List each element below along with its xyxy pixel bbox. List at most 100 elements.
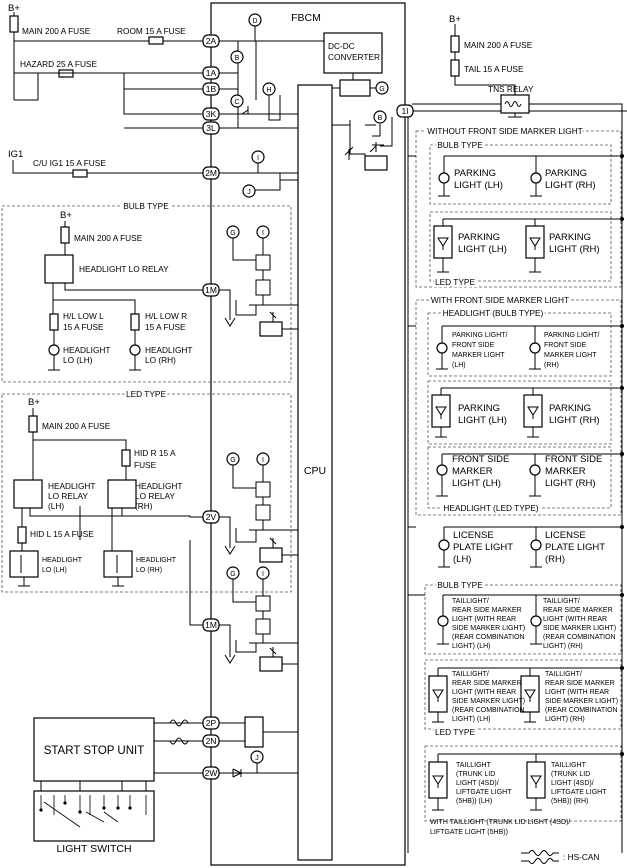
- svg-text:G: G: [230, 457, 235, 464]
- svg-text:1M: 1M: [205, 620, 217, 630]
- svg-text:D: D: [252, 18, 257, 25]
- headlight-lo-relay-lh: [13, 479, 43, 509]
- svg-text:B: B: [235, 55, 240, 62]
- wo-parking-lh-2: LIGHT (LH): [454, 180, 503, 191]
- connector-b-right: B: [373, 110, 387, 124]
- license-plate-lights: LICENSE PLATE LIGHT (LH) LICENSE PLATE L…: [438, 526, 622, 568]
- tail-led-rh-5: (REAR COMBINATION: [545, 707, 618, 714]
- bulb-relay-label: HEADLIGHT LO RELAY: [79, 264, 169, 274]
- led-driver-circuit-2: G I: [219, 566, 298, 672]
- svg-text:2V: 2V: [206, 512, 217, 522]
- hl-low-l-label-1: H/L LOW L: [63, 311, 104, 321]
- right-main200-label: MAIN 200 A FUSE: [464, 40, 533, 50]
- hl-low-r-label-1: H/L LOW R: [145, 311, 187, 321]
- pin-1m: 1M: [202, 283, 220, 297]
- without-group-title: WITHOUT FRONT SIDE MARKER LIGHT: [427, 126, 583, 136]
- ig1-section: IG1 C/U IG1 15 A FUSE: [8, 149, 298, 191]
- cpu-label: CPU: [304, 465, 326, 477]
- tail-bulb-rh-5: (REAR COMBINATION: [543, 634, 616, 641]
- tail-led-lh-4: SIDE MARKER LIGHT): [452, 698, 525, 705]
- w-fsm-lh-bulb: [436, 464, 448, 476]
- led-type-title: LED TYPE: [126, 389, 166, 399]
- tail-bulb-lh-5: (REAR COMBINATION: [452, 634, 525, 641]
- led-type-left: LED TYPE B+ MAIN 200 A FUSE HID R 15 A F…: [1, 387, 292, 626]
- license-rh-3: (RH): [545, 554, 565, 565]
- tail-bulb-lh-4: SIDE MARKER LIGHT): [452, 625, 525, 632]
- tail-led-rh-1: TAILLIGHT/: [545, 671, 582, 678]
- hl-low-l-label-2: 15 A FUSE: [63, 322, 104, 332]
- svg-text:G: G: [230, 230, 235, 237]
- wo-parking-rh-2: LIGHT (RH): [545, 180, 596, 191]
- headlight-lo-rh-led: [103, 550, 133, 578]
- trunk-rh-1: TAILLIGHT: [551, 762, 587, 769]
- svg-text:J: J: [255, 755, 259, 762]
- w-led-type-title: HEADLIGHT (LED TYPE): [443, 503, 538, 513]
- tns-relay-label: TNS RELAY: [488, 84, 534, 94]
- cpu-block: [297, 84, 333, 861]
- hid-r-fuse-symbol: [121, 449, 131, 467]
- trunk-rh-5: (5HB)) (RH): [551, 798, 588, 805]
- hs-can-label: : HS-CAN: [563, 852, 599, 862]
- pin-2n: 2N: [202, 734, 220, 748]
- trunk-lh-3: LIGHT (4SD)/: [456, 780, 499, 787]
- bulb-lamp-rh-2: LO (RH): [145, 355, 176, 365]
- bulb-main-fuse-symbol: [60, 226, 70, 244]
- tail-bulb-lh-2: REAR SIDE MARKER: [452, 607, 522, 614]
- wo-led-parking-rh-1: PARKING: [549, 232, 591, 243]
- trunk-led-rh: [526, 761, 546, 799]
- license-lh-2: PLATE LIGHT: [453, 542, 513, 553]
- svg-text:2N: 2N: [206, 736, 217, 746]
- bplus-label-led: B+: [28, 397, 40, 408]
- wo-parking-lh-1: PARKING: [454, 168, 496, 179]
- w-led-pk-lh-2: LIGHT (LH): [458, 415, 507, 426]
- w-pk-lh-4: (LH): [452, 362, 466, 369]
- wo-parking-rh-bulb: [530, 172, 542, 184]
- w-fsm-rh-1: FRONT SIDE: [545, 454, 602, 465]
- svg-text:I: I: [262, 457, 264, 464]
- trunk-rh-3: LIGHT (4SD)/: [551, 780, 594, 787]
- wo-led-parking-lh-1: PARKING: [458, 232, 500, 243]
- pin-3k: 3K: [202, 107, 220, 121]
- with-taillight-note-2: LIFTGATE LIGHT (5HB)): [430, 829, 508, 836]
- license-lh-1: LICENSE: [453, 530, 494, 541]
- pin-column: 2A 1A 1B 3K 3L 2M 1M 2V 1M 2P 2N 2W 1I: [202, 34, 414, 780]
- wo-led-parking-rh-2: LIGHT (RH): [549, 244, 600, 255]
- main-fuse-symbol: [9, 15, 19, 33]
- connector-markers: D B C H G B I J: [230, 13, 389, 198]
- wo-parking-rh-1: PARKING: [545, 168, 587, 179]
- pin-3l: 3L: [202, 121, 220, 135]
- w-fsm-rh-3: LIGHT (RH): [545, 478, 596, 489]
- trunk-lh-1: TAILLIGHT: [456, 762, 492, 769]
- license-rh-1: LICENSE: [545, 530, 586, 541]
- right-supply: B+ MAIN 200 A FUSE TAIL 15 A FUSE TNS RE…: [412, 14, 623, 853]
- bulb-type-left: BULB TYPE B+ MAIN 200 A FUSE HEADLIGHT L…: [1, 199, 292, 383]
- w-led-pk-rh-2: LIGHT (RH): [549, 415, 600, 426]
- headlight-lo-lh-led: [9, 550, 39, 578]
- w-pk-rh-1: PARKING LIGHT/: [544, 332, 600, 339]
- bulb-main200-label: MAIN 200 A FUSE: [74, 233, 143, 243]
- hl-low-l-fuse-symbol: [49, 313, 59, 331]
- pin-2m: 2M: [202, 166, 220, 180]
- wo-led-parking-lh-2: LIGHT (LH): [458, 244, 507, 255]
- right-bus: [407, 117, 624, 853]
- tail-bulb-rh-3: LIGHT (WITH REAR: [543, 616, 607, 623]
- regulator-block: [339, 79, 371, 97]
- tail-led-lh-3: LIGHT (WITH REAR: [452, 689, 516, 696]
- svg-text:J: J: [247, 189, 251, 196]
- tail-bulb-lh-6: LIGHT) (LH): [452, 643, 491, 650]
- with-front-marker-group: WITH FRONT SIDE MARKER LIGHT HEADLIGHT (…: [415, 293, 622, 516]
- tail-led-lh-5: (REAR COMBINATION: [452, 707, 525, 714]
- w-fsm-lh-1: FRONT SIDE: [452, 454, 509, 465]
- room15-fuse-symbol: [148, 36, 164, 45]
- led-driver-circuit-1: G I: [219, 452, 298, 563]
- tail-led-lh-1: TAILLIGHT/: [452, 671, 489, 678]
- license-lh-3: (LH): [453, 554, 471, 565]
- w-pk-lh-1: PARKING LIGHT/: [452, 332, 508, 339]
- wo-led-type-title: LED TYPE: [435, 277, 475, 287]
- w-led-pk-lh-1: PARKING: [458, 403, 500, 414]
- pin-2a: 2A: [202, 34, 220, 48]
- hs-can-legend: : HS-CAN: [521, 850, 599, 864]
- hazard25-fuse-label: HAZARD 25 A FUSE: [20, 59, 97, 69]
- rear-lights: BULB TYPE TAILLIGHT/ REAR SIDE MARKER LI…: [424, 578, 622, 836]
- hl-low-r-label-2: 15 A FUSE: [145, 322, 186, 332]
